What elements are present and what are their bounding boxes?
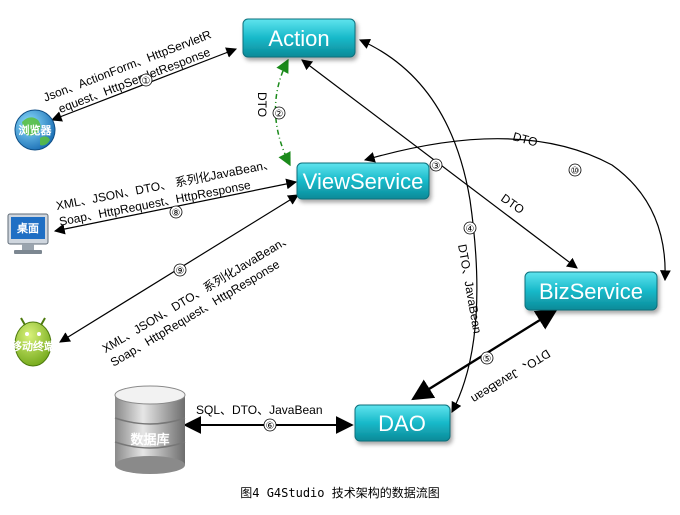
label-database-dao: SQL、DTO、JavaBean (196, 403, 323, 417)
node-bizservice-label: BizService (539, 279, 643, 304)
mobile-label: 移动终端 (11, 339, 55, 353)
svg-text:②: ② (275, 109, 284, 120)
svg-text:⑧: ⑧ (172, 208, 181, 219)
svg-text:④: ④ (466, 224, 475, 235)
database-icon: 数据库 (114, 385, 186, 474)
browser-icon: 浏览器 (14, 109, 56, 151)
label-mobile-viewservice-1: XML、JSON、DTO、系列化JavaBean、 (100, 231, 295, 356)
num-3: ③ (429, 158, 443, 172)
database-label: 数据库 (130, 432, 169, 447)
num-6: ⑥ (263, 418, 277, 432)
num-8: ⑧ (169, 205, 183, 219)
svg-text:⑤: ⑤ (483, 354, 492, 365)
svg-text:①: ① (142, 76, 151, 87)
browser-label: 浏览器 (19, 123, 53, 137)
edge-action-viewservice (274, 58, 291, 167)
node-dao: DAO (354, 404, 451, 442)
label-action-viewservice: DTO (255, 92, 269, 117)
figure-caption: 图4 G4Studio 技术架构的数据流图 (240, 485, 439, 500)
label-viewservice-bizservice: DTO (511, 129, 539, 149)
num-9: ⑨ (173, 263, 187, 277)
mobile-icon: 移动终端 (11, 317, 55, 367)
desktop-icon: 桌面 (7, 213, 49, 254)
node-viewservice-label: ViewService (303, 169, 424, 194)
label-action-bizservice: DTO (498, 191, 527, 217)
svg-text:③: ③ (432, 161, 441, 172)
node-action: Action (242, 18, 356, 58)
node-action-label: Action (268, 26, 329, 51)
edge-action-dao (359, 39, 478, 413)
num-5: ⑤ (480, 351, 494, 365)
svg-text:⑩: ⑩ (571, 166, 580, 177)
svg-text:⑥: ⑥ (266, 421, 275, 432)
num-10: ⑩ (568, 163, 582, 177)
label-mobile-viewservice-2: Soap、HttpRequest、HttpResponse (108, 257, 282, 369)
num-2: ② (272, 106, 286, 120)
node-dao-label: DAO (378, 411, 426, 436)
desktop-label: 桌面 (16, 221, 39, 235)
label-action-dao: DTO、JavaBean (455, 243, 485, 335)
node-bizservice: BizService (524, 271, 658, 311)
svg-text:⑨: ⑨ (176, 266, 185, 277)
num-1: ① (139, 73, 153, 87)
node-viewservice: ViewService (296, 162, 430, 200)
num-4: ④ (463, 221, 477, 235)
